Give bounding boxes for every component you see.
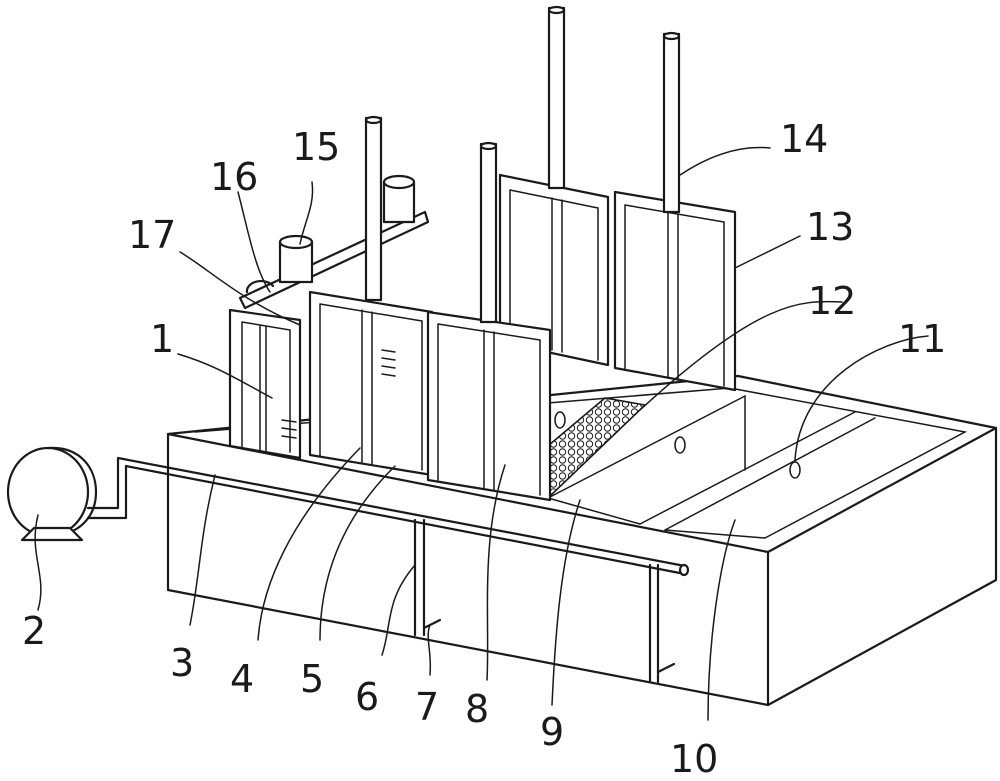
label-9: 9 bbox=[540, 710, 564, 754]
label-7: 7 bbox=[415, 685, 439, 729]
label-1: 1 bbox=[150, 317, 174, 361]
label-4: 4 bbox=[230, 657, 254, 701]
label-2: 2 bbox=[22, 609, 46, 653]
rear-frames bbox=[498, 173, 737, 392]
label-10: 10 bbox=[670, 737, 718, 781]
label-17: 17 bbox=[128, 213, 176, 257]
motors bbox=[245, 174, 416, 294]
leader-lines bbox=[34, 146, 929, 721]
overflow-hole bbox=[789, 461, 801, 479]
opening-1 bbox=[554, 411, 566, 429]
label-8: 8 bbox=[465, 687, 489, 731]
label-12: 12 bbox=[808, 279, 856, 323]
label-3: 3 bbox=[170, 641, 194, 685]
label-15: 15 bbox=[292, 125, 340, 169]
label-14: 14 bbox=[780, 117, 828, 161]
label-13: 13 bbox=[806, 205, 854, 249]
pipe-system bbox=[86, 456, 690, 684]
front-rods bbox=[364, 115, 498, 324]
label-16: 16 bbox=[210, 155, 258, 199]
top-rail bbox=[238, 210, 430, 310]
front-frames bbox=[228, 290, 552, 502]
opening-2 bbox=[674, 436, 686, 454]
pump bbox=[6, 446, 98, 542]
label-5: 5 bbox=[300, 657, 324, 701]
rear-rods bbox=[547, 5, 681, 214]
label-11: 11 bbox=[898, 317, 946, 361]
label-6: 6 bbox=[355, 675, 379, 719]
